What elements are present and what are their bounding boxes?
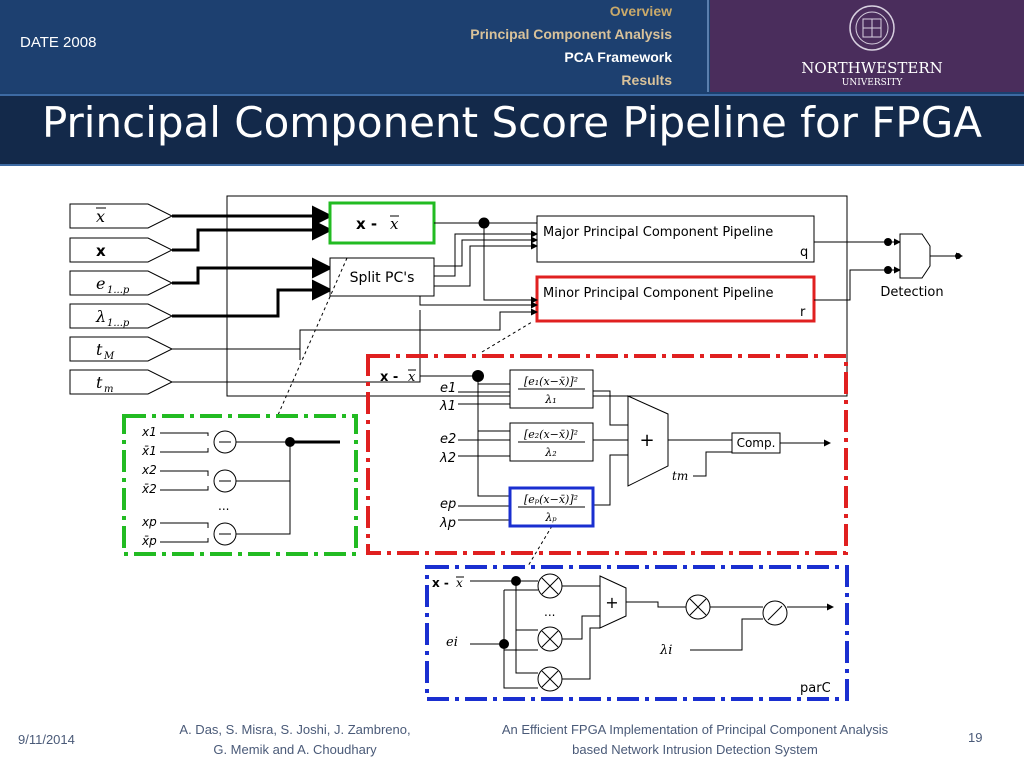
- red-wires: [420, 375, 831, 521]
- university-name: NORTHWESTERN: [801, 59, 943, 77]
- nav-item-pca[interactable]: Principal Component Analysis: [470, 26, 672, 42]
- minor-label: Minor Principal Component Pipeline: [543, 286, 774, 301]
- input-tags: x x e 1...p λ 1...p t M t m: [69, 203, 174, 395]
- input-wires: [172, 205, 333, 318]
- gin-xbarp: x̄p: [141, 534, 157, 548]
- title-bar: [0, 94, 1024, 166]
- nav-item-results[interactable]: Results: [621, 72, 672, 88]
- blue-sub-label: x -: [432, 576, 449, 590]
- detection-label: Detection: [880, 285, 943, 300]
- gin-xbar2: x̄2: [141, 482, 157, 496]
- input-sub-lambda: 1...p: [107, 318, 130, 329]
- red-l1: λ1: [439, 399, 456, 414]
- major-label: Major Principal Component Pipeline: [543, 225, 773, 240]
- minor-pipeline: [535, 275, 816, 323]
- input-tm: [69, 369, 174, 395]
- comp-block: [731, 432, 781, 454]
- red-e2: e2: [440, 432, 456, 447]
- pipeline-wires: [227, 217, 963, 383]
- parc-detail-box: [425, 565, 849, 701]
- parc-label: parC: [800, 681, 831, 696]
- input-x: [69, 237, 174, 263]
- input-label-tM: t: [96, 340, 103, 359]
- input-sub-tm: m: [104, 384, 113, 395]
- comp-label: Comp.: [737, 436, 776, 450]
- split-detail-box: [122, 414, 358, 556]
- red-lp: λp: [439, 516, 456, 531]
- footer-paper-line2: based Network Intrusion Detection System: [572, 742, 818, 757]
- seal-icon: [849, 5, 895, 51]
- input-sub-tM: M: [103, 351, 115, 362]
- footer-authors-line1: A. Das, S. Misra, S. Joshi, J. Zambreno,: [179, 722, 411, 737]
- gin-xbar1: x̄1: [141, 444, 157, 458]
- footer-authors-line2: G. Memik and A. Choudhary: [213, 742, 377, 757]
- subtract-block: [328, 201, 436, 245]
- blue-adder: [599, 575, 627, 629]
- footer-paper: An Efficient FPGA Implementation of Prin…: [455, 720, 935, 760]
- section-nav: Overview Principal Component Analysis PC…: [470, 0, 672, 92]
- gin-xp: xp: [141, 515, 157, 529]
- major-output: q: [800, 245, 808, 260]
- red-sub-bar: x: [408, 370, 416, 385]
- split-detail-inputs: x1 x̄1 x2 x̄2 xp x̄p: [141, 425, 157, 548]
- subtract-bar-x: x: [390, 215, 399, 233]
- logo-panel: [710, 0, 1024, 92]
- term-2-num: [e₂(x−x̄)]²: [524, 428, 578, 441]
- split-ellipsis: ...: [218, 499, 229, 513]
- blue-sub-bar: x: [456, 576, 463, 590]
- input-xbar: [69, 203, 174, 229]
- split-label: Split PC's: [350, 270, 415, 286]
- red-ep: ep: [440, 497, 456, 512]
- gin-x2: x2: [141, 463, 157, 477]
- blue-ellipsis: ...: [544, 605, 555, 619]
- input-label-tm: t: [96, 373, 103, 392]
- split-block: [329, 257, 435, 297]
- footer-paper-line1: An Efficient FPGA Implementation of Prin…: [501, 722, 889, 737]
- input-e: [69, 270, 174, 296]
- term-p-num: [eₚ(x−x̄)]²: [524, 493, 578, 506]
- blue-wires: [470, 580, 834, 689]
- term-1-den: λ₁: [544, 393, 556, 406]
- red-adder: [627, 395, 669, 487]
- university-sub: UNIVERSITY: [842, 78, 904, 88]
- page-number: 19: [968, 730, 983, 745]
- major-pipeline: [536, 215, 815, 263]
- nav-item-overview[interactable]: Overview: [609, 3, 672, 19]
- university-logo: NORTHWESTERN UNIVERSITY: [801, 5, 943, 88]
- blue-adder-plus: +: [605, 593, 618, 612]
- header-left-panel: [0, 0, 709, 92]
- red-sub-label: x -: [380, 370, 398, 385]
- subtract-label: x -: [356, 215, 377, 233]
- minor-detail-box: [366, 354, 848, 555]
- term-p-den: λₚ: [544, 511, 557, 524]
- input-lambda: [69, 303, 174, 329]
- red-input-labels: e1 λ1 e2 λ2 ep λp: [439, 381, 456, 531]
- input-sub-e: 1...p: [107, 285, 130, 296]
- red-l2: λ2: [439, 451, 456, 466]
- gin-x1: x1: [141, 425, 157, 439]
- input-tM: [69, 336, 174, 362]
- conference-label: DATE 2008: [20, 34, 97, 51]
- red-adder-plus: +: [639, 430, 654, 451]
- blue-lambda: λi: [659, 643, 672, 658]
- pipeline-diagram: x x e 1...p λ 1...p t M t m x - x Split …: [69, 195, 963, 701]
- minor-output: r: [800, 305, 806, 320]
- red-e1: e1: [440, 381, 456, 396]
- red-tm: tm: [672, 469, 688, 483]
- term-2-den: λ₂: [544, 446, 556, 459]
- input-label-e: e: [96, 274, 105, 293]
- term-1-num: [e₁(x−x̄)]²: [524, 375, 578, 388]
- input-label-lambda: λ: [95, 307, 106, 326]
- blue-ei: ei: [446, 635, 458, 650]
- blue-multipliers: [537, 573, 711, 692]
- slide-title: Principal Component Score Pipeline for F…: [41, 98, 983, 147]
- input-label-xbar: x: [96, 207, 105, 226]
- nav-item-framework[interactable]: PCA Framework: [564, 49, 672, 65]
- input-label-x: x: [96, 242, 106, 260]
- footer-authors: A. Das, S. Misra, S. Joshi, J. Zambreno,…: [150, 720, 440, 760]
- detection-comparator: [899, 233, 931, 279]
- split-subtractors: [160, 430, 291, 546]
- footer-date: 9/11/2014: [18, 732, 75, 747]
